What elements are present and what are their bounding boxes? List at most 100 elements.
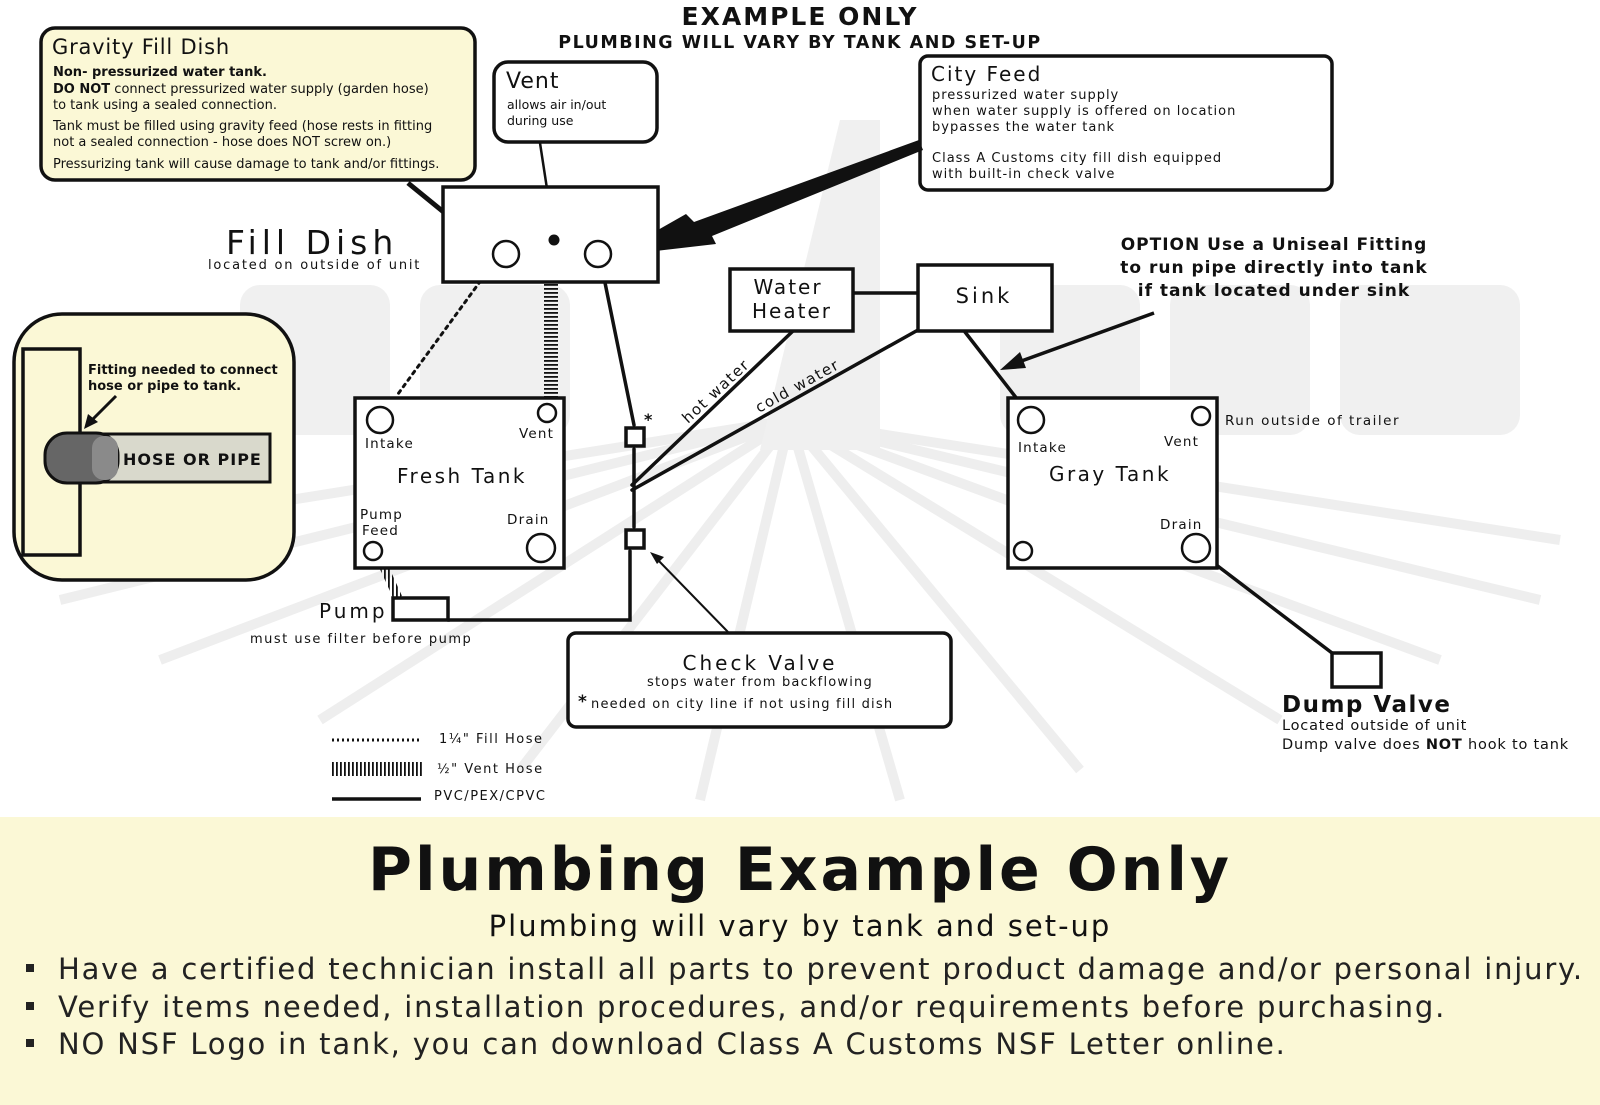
- check-valve-line1: stops water from backflowing: [647, 675, 873, 690]
- gray-tank-drain-label: Drain: [1160, 517, 1203, 533]
- legend-pipe-label: PVC/PEX/CPVC: [434, 789, 546, 804]
- header-title: EXAMPLE ONLY: [682, 2, 919, 31]
- fitting-inset: HOSE OR PIPE Fitting needed to connect h…: [12, 312, 296, 582]
- vent-callout-title: Vent: [506, 69, 559, 94]
- city-feed-title: City Feed: [931, 62, 1042, 86]
- fresh-tank-vent-port: [536, 402, 558, 424]
- footer-note: NO NSF Logo in tank, you can download Cl…: [26, 1026, 1596, 1064]
- vent-callout-line2: during use: [507, 113, 574, 128]
- footer-title: Plumbing Example Only: [367, 835, 1233, 905]
- legend-vent-swatch: [332, 762, 422, 776]
- city-asterisk: *: [644, 410, 653, 429]
- footer-subtitle: Plumbing will vary by tank and set-up: [488, 909, 1112, 943]
- gray-tank-vent-port: [1190, 405, 1212, 427]
- footer-note: Verify items needed, installation proced…: [26, 989, 1596, 1027]
- gray-tank-lower-port: [1012, 540, 1034, 562]
- footer-note-text: Have a certified technician install all …: [58, 952, 1584, 986]
- vent-callout-line1: allows air in/out: [507, 97, 606, 112]
- fitting-arrowhead: [84, 414, 98, 429]
- fresh-tank-pump-feed-label1: Pump: [360, 507, 403, 523]
- gray-tank-intake-label: Intake: [1018, 440, 1067, 456]
- gravity-fill-callout: Gravity Fill Dish Non- pressurized water…: [39, 26, 477, 182]
- fill-dish-gravity-port: [491, 239, 521, 269]
- pump-label: Pump: [319, 599, 388, 623]
- check-valve-title: Check Valve: [683, 651, 838, 675]
- dump-valve-line1: Located outside of unit: [1282, 718, 1467, 734]
- dump-valve-line2: Dump valve does NOT hook to tank: [1282, 737, 1569, 753]
- footer-note-text: NO NSF Logo in tank, you can download Cl…: [58, 1027, 1287, 1061]
- gravity-fill-line2: DO NOT connect pressurized water supply …: [53, 82, 429, 97]
- uniseal-line3: if tank located under sink: [1138, 281, 1410, 301]
- fitting-note-line2: hose or pipe to tank.: [88, 379, 241, 394]
- gray-tank-drain-port: [1180, 532, 1212, 564]
- pump-box: [391, 596, 450, 622]
- check-valve-arrowhead: [650, 552, 664, 564]
- city-feed-line1: pressurized water supply: [932, 88, 1119, 103]
- dump-valve-title: Dump Valve: [1282, 692, 1451, 718]
- water-heater-box: [728, 267, 855, 333]
- hose-pipe-label: HOSE OR PIPE: [123, 450, 262, 469]
- uniseal-arrow: [1015, 311, 1155, 365]
- fresh-tank-pump-feed-label2: Feed: [362, 523, 399, 539]
- hot-water-pipe: [630, 328, 796, 487]
- water-heater-label2: Heater: [752, 299, 832, 323]
- fresh-tank-vent-label: Vent: [519, 426, 554, 442]
- fresh-tank-intake-label: Intake: [365, 436, 414, 452]
- check-valve-callout: Check Valve stops water from backflowing…: [566, 631, 953, 729]
- fresh-tank-title: Fresh Tank: [397, 464, 527, 488]
- gravity-fill-donot: DO NOT: [53, 82, 110, 97]
- fresh-tank-drain-label: Drain: [507, 512, 550, 528]
- fresh-tank-drain-port: [525, 532, 557, 564]
- uniseal-line1: OPTION Use a Uniseal Fitting: [1121, 235, 1428, 255]
- fresh-tank-intake-port: [365, 405, 395, 435]
- footer-panel: Plumbing Example Only Plumbing will vary…: [0, 817, 1600, 1105]
- fill-hose-line: [396, 266, 492, 396]
- fitting-arrow: [88, 394, 118, 424]
- dump-valve-box: [1330, 651, 1383, 689]
- dump-valve-line2-pre: Dump valve does: [1282, 737, 1426, 753]
- gravity-fill-line5: not a sealed connection - hose does NOT …: [53, 135, 391, 150]
- city-feed-arrow: [612, 140, 923, 256]
- plumbing-diagram: EXAMPLE ONLY PLUMBING WILL VARY BY TANK …: [12, 2, 1569, 804]
- header-subtitle: PLUMBING WILL VARY BY TANK AND SET-UP: [558, 33, 1041, 53]
- fitting-note-line1: Fitting needed to connect: [88, 363, 278, 378]
- gray-tank-intake-port: [1016, 405, 1046, 435]
- uniseal-arrowhead: [1000, 352, 1026, 370]
- legend-fill-label: 1¼" Fill Hose: [439, 732, 543, 747]
- fill-dish-box: [441, 185, 660, 284]
- gravity-fill-title: Gravity Fill Dish: [52, 35, 230, 59]
- vent-callout: Vent allows air in/out during use: [492, 60, 659, 144]
- gray-drain-pipe: [1196, 549, 1338, 658]
- sink-label: Sink: [956, 284, 1013, 308]
- fill-dish-vent-port: [548, 234, 560, 246]
- check-valve-asterisk: *: [578, 692, 587, 712]
- gravity-fill-line4: Tank must be filled using gravity feed (…: [52, 119, 432, 134]
- city-feed-line4: Class A Customs city fill dish equipped: [932, 151, 1222, 166]
- gravity-fill-line1: Non- pressurized water tank.: [53, 65, 267, 80]
- sink-box: [916, 263, 1054, 333]
- legend-vent-label: ½" Vent Hose: [437, 762, 544, 777]
- check-valve-lower: [624, 528, 646, 550]
- footer-note: Have a certified technician install all …: [26, 951, 1596, 989]
- footer-note-text: Verify items needed, installation proced…: [58, 989, 1447, 1024]
- fitting-collar: [92, 436, 118, 480]
- gray-tank-vent-label: Vent: [1164, 434, 1199, 450]
- pump-note: must use filter before pump: [250, 632, 472, 647]
- bullet-icon: [26, 1001, 34, 1010]
- check-valve-upper: [624, 426, 646, 448]
- cold-water-pipe: [630, 328, 920, 492]
- dump-valve-line2-post: hook to tank: [1463, 737, 1569, 753]
- bullet-icon: [26, 1039, 34, 1047]
- dump-valve-line2-bold: NOT: [1426, 737, 1463, 753]
- water-heater-label1: Water: [753, 275, 822, 299]
- city-feed-line3: bypasses the water tank: [932, 120, 1115, 135]
- city-feed-line2: when water supply is offered on location: [932, 104, 1236, 119]
- fill-dish-city-port: [583, 239, 613, 269]
- gravity-fill-line3: to tank using a sealed connection.: [53, 98, 277, 113]
- fresh-tank-pump-feed-port: [362, 540, 384, 562]
- hot-water-label: hot water: [678, 355, 753, 427]
- uniseal-line2: to run pipe directly into tank: [1120, 258, 1427, 278]
- footer-notes: Have a certified technician install all …: [26, 951, 1596, 1064]
- gravity-fill-line6: Pressurizing tank will cause damage to t…: [53, 157, 439, 172]
- gray-tank-vent-note: Run outside of trailer: [1225, 413, 1400, 429]
